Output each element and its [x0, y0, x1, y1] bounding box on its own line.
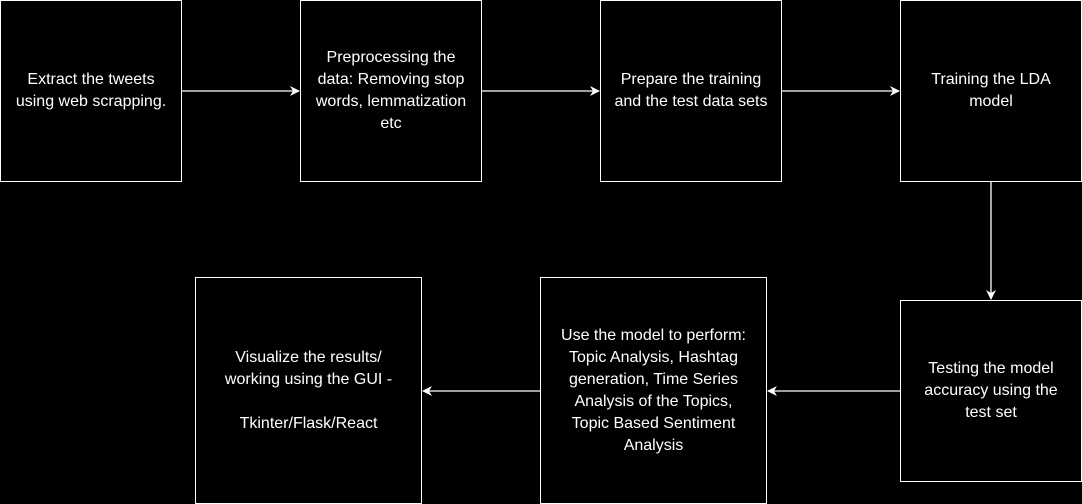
node-prepare-datasets: Prepare the training and the test data s…: [600, 0, 782, 182]
node-label: Training the LDA model: [931, 71, 1051, 110]
node-train-lda: Training the LDA model: [900, 0, 1082, 182]
node-label: Preprocessing the data: Removing stop wo…: [315, 49, 467, 132]
node-label: Prepare the training and the test data s…: [614, 71, 768, 110]
node-use-model: Use the model to perform: Topic Analysis…: [540, 277, 767, 504]
node-label: Testing the model accuracy using the tes…: [924, 360, 1058, 421]
node-label: Use the model to perform: Topic Analysis…: [561, 326, 746, 454]
node-label: Visualize the results/ working using the…: [224, 348, 393, 432]
node-test-model: Testing the model accuracy using the tes…: [900, 300, 1082, 482]
node-extract-tweets: Extract the tweets using web scrapping.: [0, 0, 182, 182]
node-preprocessing: Preprocessing the data: Removing stop wo…: [300, 0, 482, 182]
node-visualize-results: Visualize the results/ working using the…: [195, 277, 422, 504]
node-label: Extract the tweets using web scrapping.: [15, 71, 167, 110]
